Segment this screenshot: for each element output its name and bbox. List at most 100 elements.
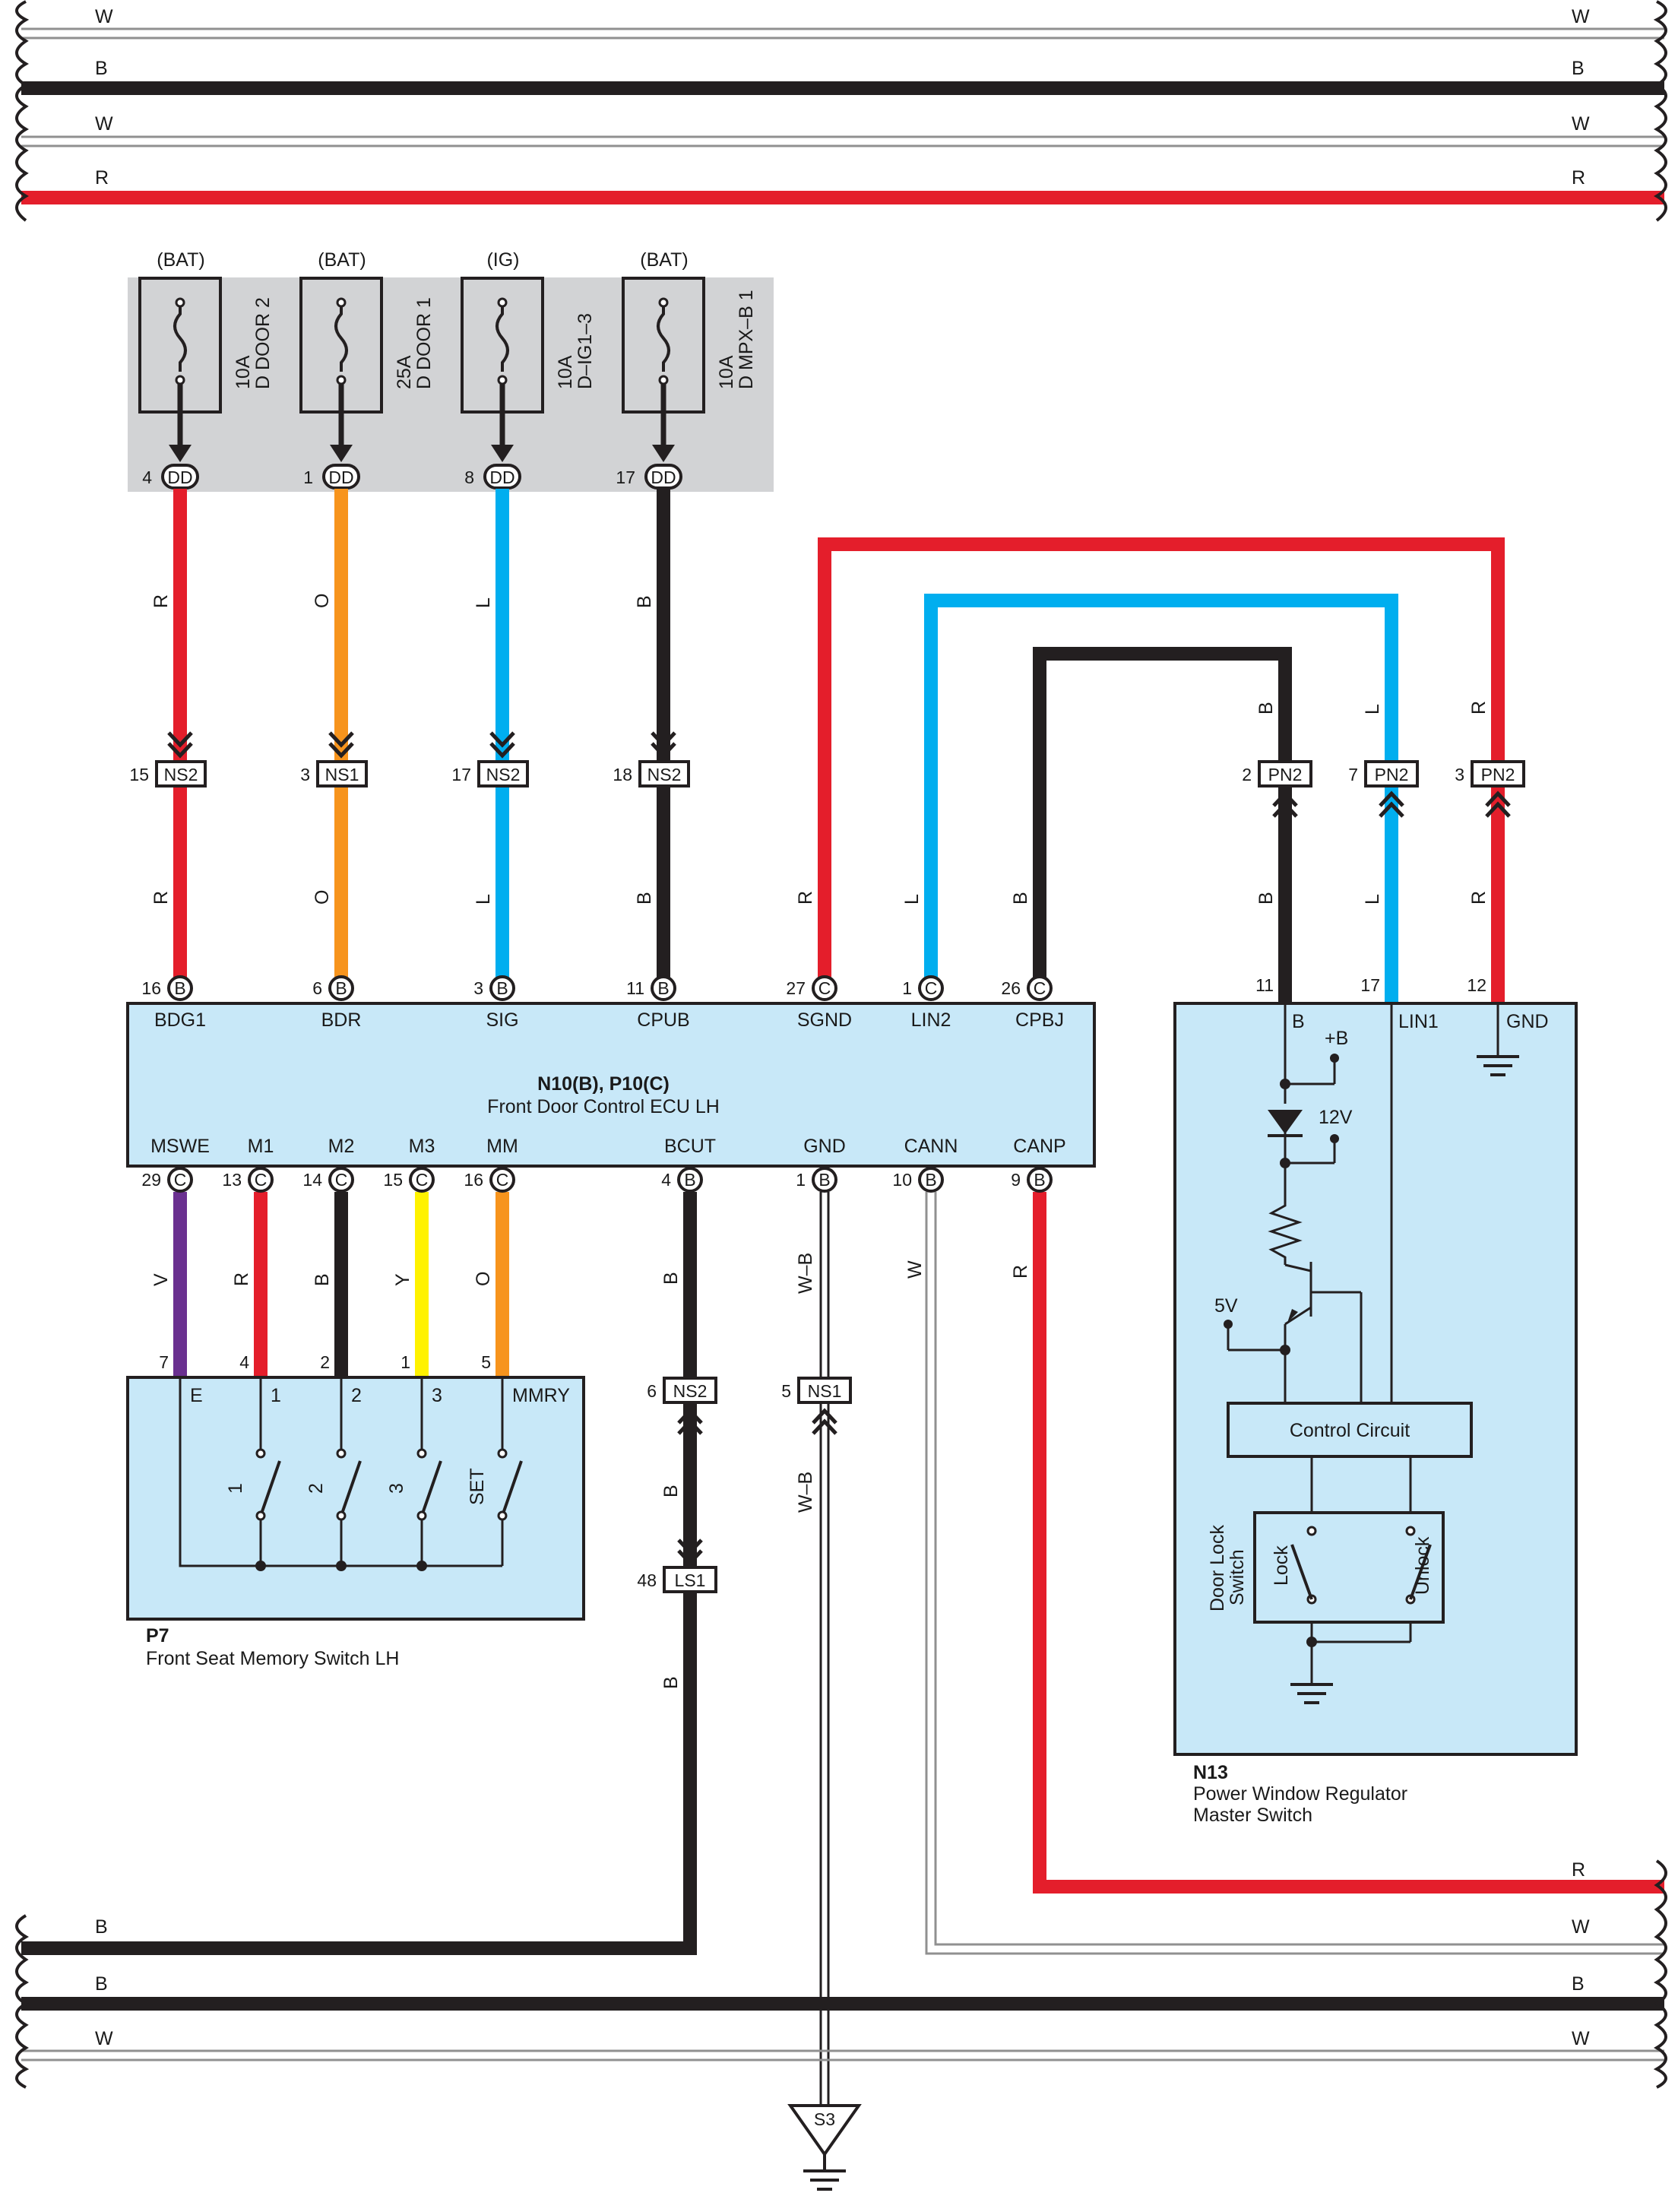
wire-color-label: B <box>1010 892 1031 905</box>
conn-name: NS2 <box>164 765 198 784</box>
conn-id: B <box>684 1170 695 1190</box>
conn-name: PN2 <box>1481 765 1515 784</box>
wire-color-label: L <box>473 597 494 608</box>
bus-label: B <box>95 1973 108 1995</box>
top-bus-r: R R <box>21 167 1664 204</box>
pin-number: 8 <box>464 467 474 487</box>
bottom-bus-w: W W <box>21 2028 1664 2061</box>
fuse-source: (BAT) <box>640 249 688 271</box>
pin-label: GND <box>1506 1011 1549 1032</box>
pin-label: CANN <box>904 1136 958 1157</box>
conn-name: PN2 <box>1375 765 1409 784</box>
pin-label: BCUT <box>664 1136 716 1157</box>
pin-label: SIG <box>486 1009 518 1031</box>
pin-label: 3 <box>432 1385 442 1406</box>
conn-id: C <box>818 978 831 998</box>
conn-id: C <box>255 1170 268 1190</box>
component-name: Front Seat Memory Switch LH <box>146 1648 399 1669</box>
conn-name: DD <box>328 467 353 487</box>
wire-color-label: O <box>473 1272 494 1286</box>
pin-number: 3 <box>300 765 310 784</box>
bus-label: B <box>95 58 108 79</box>
pin-number: 1 <box>796 1170 806 1190</box>
wire-m1: R <box>231 1192 268 1376</box>
bus-label: B <box>95 1916 108 1938</box>
wire-gnd: W–B W–B NS1 5 S3 <box>781 1192 862 2191</box>
pin-label: B <box>1292 1011 1305 1032</box>
conn-name: DD <box>651 467 676 487</box>
wire-color-label: W <box>904 1260 926 1279</box>
wire-mm: O <box>473 1192 509 1376</box>
pin-number: 15 <box>383 1170 403 1190</box>
top-bus-b: B B <box>21 58 1664 95</box>
pin-label: GND <box>803 1136 846 1157</box>
wire-color-label: R <box>1010 1265 1031 1279</box>
component-name: Power Window Regulator <box>1193 1783 1407 1805</box>
bus-label: W <box>1572 113 1590 135</box>
wire-bdr: O O <box>312 489 348 985</box>
pin-number: 5 <box>481 1352 491 1372</box>
wire-color-label: B <box>1255 702 1277 715</box>
pin-label: E <box>190 1385 203 1406</box>
fuse-source: (BAT) <box>157 249 204 271</box>
conn-name: NS2 <box>647 765 682 784</box>
pin-number: 7 <box>1348 765 1358 784</box>
conn-id: C <box>174 1170 187 1190</box>
plus-b-label: +B <box>1325 1028 1348 1049</box>
pin-number: 3 <box>473 978 483 998</box>
wire-color-label: B <box>660 1272 682 1285</box>
conn-name: NS1 <box>808 1381 842 1401</box>
pin-label: LIN1 <box>1398 1011 1439 1032</box>
bus-label: R <box>1572 1859 1585 1881</box>
pin-label: CANP <box>1013 1136 1065 1157</box>
wire-lin2-loop: L L L <box>901 594 1398 1002</box>
ns-connectors: NS2 15 NS1 3 NS2 17 NS2 18 <box>129 731 690 788</box>
pin-label: BDG1 <box>154 1009 206 1031</box>
pin-number: 6 <box>312 978 322 998</box>
pin-number: 18 <box>613 765 632 784</box>
fuse-source: (BAT) <box>318 249 366 271</box>
pin-number: 17 <box>616 467 635 487</box>
ecu-top-terminals: B B B B C C C 16 6 3 11 27 1 26 <box>141 975 1053 1001</box>
wire-color-label: B <box>660 1676 682 1689</box>
pin-label: M2 <box>328 1136 355 1157</box>
wire-cpub: B B <box>634 489 670 985</box>
bus-label: B <box>1572 1973 1585 1995</box>
bottom-bus: R B W B B W W <box>15 1859 1667 2089</box>
wire-bcut: B B B NS2 6 LS1 48 <box>21 1192 717 1955</box>
5v-label: 5V <box>1214 1295 1238 1317</box>
wire-color-label: B <box>1255 892 1277 905</box>
pin-label: BDR <box>321 1009 362 1031</box>
bottom-bus-b: B B <box>21 1973 1664 2011</box>
wire-color-label: L <box>901 894 923 905</box>
wire-m2: B <box>312 1192 348 1376</box>
pin-label: 2 <box>351 1385 362 1406</box>
fuse-rating: 10A <box>716 355 737 389</box>
pn-connectors: PN2 2 PN2 7 PN2 3 <box>1242 760 1525 818</box>
pin-number: 15 <box>129 765 149 784</box>
wire-sig: L L <box>473 489 509 985</box>
pin-number: 5 <box>781 1381 791 1401</box>
pin-label: MMRY <box>512 1385 570 1406</box>
bus-label: W <box>1572 6 1590 27</box>
wire-color-label: B <box>312 1273 333 1286</box>
control-circuit-label: Control Circuit <box>1290 1420 1410 1441</box>
conn-id: C <box>335 1170 348 1190</box>
ecu-title: N10(B), P10(C) <box>537 1073 670 1095</box>
conn-id: C <box>1034 978 1046 998</box>
pin-number: 12 <box>1467 975 1486 995</box>
conn-name: PN2 <box>1268 765 1303 784</box>
switch-label: 1 <box>225 1483 246 1494</box>
fuse-source: (IG) <box>486 249 519 271</box>
pin-number: 4 <box>239 1352 249 1372</box>
conn-name: LS1 <box>675 1570 706 1590</box>
conn-name: NS2 <box>673 1381 708 1401</box>
fuse-d-door-1: (BAT) 25A D DOOR 1 DD 1 <box>299 249 435 490</box>
bus-label: W <box>95 6 113 27</box>
door-lock-label: Switch <box>1227 1549 1248 1605</box>
component-id: P7 <box>146 1625 169 1646</box>
pin-number: 4 <box>142 467 152 487</box>
pin-number: 1 <box>902 978 912 998</box>
wire-color-label: B <box>660 1485 682 1497</box>
bus-label: W <box>1572 2028 1590 2049</box>
